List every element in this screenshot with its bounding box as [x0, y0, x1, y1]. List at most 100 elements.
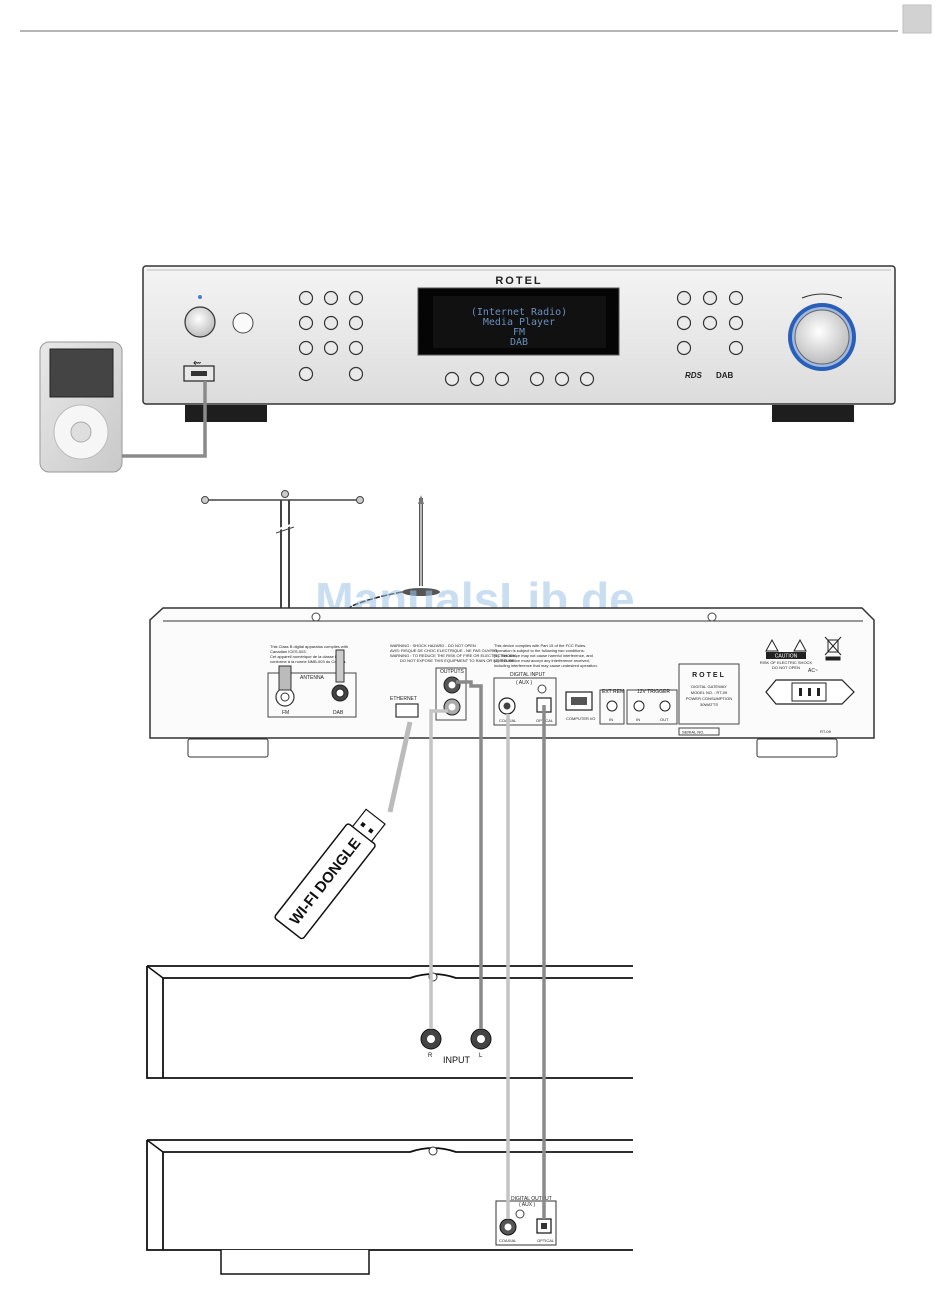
front-panel: ROTEL ⇜ (Internet Radio) M — [142, 265, 896, 422]
amp-input-label: INPUT — [443, 1055, 471, 1065]
usb-icon: ⇜ — [193, 358, 201, 369]
amp-l-label: L — [479, 1053, 483, 1059]
fcc-line-1: This device complies with Part 15 of the… — [494, 643, 586, 648]
digital-source-unit: DIGITAL OUTPUT ( AUX ) COAXIAL OPTICAL — [146, 1139, 633, 1275]
ext-rem-in-label: IN — [609, 717, 613, 722]
front-button[interactable] — [348, 290, 364, 306]
ext-rem-section — [599, 689, 625, 725]
model-info-box — [678, 663, 740, 725]
front-foot-right — [772, 405, 854, 422]
dongle-link-line — [387, 721, 413, 813]
front-button[interactable] — [348, 315, 364, 331]
fcc-line-5: including interference that may cause un… — [494, 663, 598, 668]
fcc-line-3: (1) This device may not cause harmful in… — [494, 653, 593, 658]
front-button[interactable] — [348, 366, 364, 382]
warning-line-2: AVIS: RISQUE DE CHOC ELECTRIQUE - NE PAS… — [390, 648, 497, 653]
serial-label-box — [678, 727, 720, 736]
ethernet-port[interactable] — [395, 703, 419, 718]
canada-line-4: conforme à la norme NMB-003 du Canada. — [270, 659, 346, 664]
rear-panel: This Class B digital apparatus complies … — [149, 607, 875, 758]
rear-brand-logo: ROTEL — [692, 672, 726, 679]
cable-output-r — [429, 709, 448, 1029]
front-button[interactable] — [323, 315, 339, 331]
ipod-device — [39, 341, 123, 473]
front-button[interactable] — [444, 371, 460, 387]
ethernet-label: ETHERNET — [390, 696, 417, 702]
canada-line-3: Cet appareil numérique de la classe B es… — [270, 654, 345, 659]
display-line-4: DAB — [510, 337, 528, 348]
source-coaxial-label: COAXIAL — [499, 1238, 517, 1243]
digital-output-sub: ( AUX ) — [519, 1202, 535, 1208]
trigger-label: 12V TRIGGER — [637, 689, 670, 695]
trigger-section — [626, 689, 678, 725]
caution-line-2: DO NOT OPEN — [772, 665, 800, 670]
outputs-section — [435, 667, 467, 721]
digital-output-label: DIGITAL OUTPUT — [511, 1196, 552, 1202]
canada-line-2: Canadian ICES-003. — [270, 649, 307, 654]
ipod-screen — [49, 348, 114, 398]
dab-label: DAB — [333, 710, 344, 716]
fcc-line-4: (2) This device must accept any interfer… — [494, 658, 590, 663]
front-button[interactable] — [298, 315, 314, 331]
preset-button-cluster-left — [298, 290, 364, 382]
front-button[interactable] — [298, 340, 314, 356]
rear-foot-right — [756, 738, 838, 758]
fcc-line-2: Operation is subject to the following tw… — [494, 648, 585, 653]
transport-button-row — [444, 371, 595, 387]
info-line-2: MODEL NO. : RT-09 — [691, 690, 728, 695]
antenna-label: ANTENNA — [300, 675, 325, 681]
trigger-out-jack[interactable] — [659, 700, 671, 712]
front-button[interactable] — [323, 290, 339, 306]
ext-rem-jack[interactable] — [606, 700, 618, 712]
trigger-out-label: OUT — [660, 717, 669, 722]
display-line-1: (Internet Radio) — [471, 307, 567, 318]
warning-line-1: WARNING : SHOCK HAZARD - DO NOT OPEN — [390, 643, 476, 648]
cable-output-l — [456, 680, 483, 1029]
computer-label: COMPUTER I/O — [566, 716, 595, 721]
front-button[interactable] — [469, 371, 485, 387]
front-button[interactable] — [676, 290, 692, 306]
weee-bin-icon — [824, 636, 842, 661]
display-line-3: FM — [513, 327, 525, 338]
front-button[interactable] — [728, 290, 744, 306]
front-button[interactable] — [494, 371, 510, 387]
digital-input-sub: ( AUX ) — [516, 680, 532, 686]
front-button[interactable] — [676, 340, 692, 356]
exclamation-warning-icon — [793, 638, 807, 652]
trigger-in-label: IN — [636, 717, 640, 722]
front-button[interactable] — [348, 340, 364, 356]
amp-r-label: R — [428, 1053, 433, 1059]
trigger-in-jack[interactable] — [633, 700, 645, 712]
preset-button-cluster-right — [676, 290, 744, 356]
fm-label: FM — [282, 710, 289, 716]
front-foot-left — [185, 405, 267, 422]
front-button[interactable] — [579, 371, 595, 387]
wifi-dongle-label: WI-FI DONGLE — [286, 835, 364, 928]
front-button[interactable] — [298, 290, 314, 306]
model-tag: RT-09 — [820, 729, 832, 734]
ext-rem-label: EXT REM — [602, 689, 624, 695]
front-button[interactable] — [676, 315, 692, 331]
standby-led-icon — [198, 295, 202, 299]
front-button[interactable] — [702, 290, 718, 306]
front-button[interactable] — [298, 366, 314, 382]
ac-label: AC~ — [808, 668, 818, 674]
power-button[interactable] — [184, 306, 216, 338]
front-button[interactable] — [702, 315, 718, 331]
front-button[interactable] — [728, 315, 744, 331]
warning-line-4: DO NOT EXPOSE THIS EQUIPMENT TO RAIN OR … — [400, 658, 516, 663]
front-button[interactable] — [323, 340, 339, 356]
front-brand-logo: ROTEL — [495, 275, 542, 287]
source-optical-label: OPTICAL — [537, 1238, 555, 1243]
info-line-3: POWER CONSUMPTION — [686, 696, 732, 701]
front-button[interactable] — [529, 371, 545, 387]
info-line-1: DIGITAL GATEWAY — [691, 684, 727, 689]
warning-line-3: WARNING : TO REDUCE THE RISK OF FIRE OR … — [390, 653, 517, 658]
caution-label: CAUTION — [775, 654, 798, 660]
caution-line-1: RISK OF ELECTRIC SHOCK — [760, 660, 813, 665]
caution-label-box — [766, 652, 806, 659]
front-button[interactable] — [728, 340, 744, 356]
volume-direction-arrow-icon — [801, 293, 843, 299]
front-button[interactable] — [554, 371, 570, 387]
